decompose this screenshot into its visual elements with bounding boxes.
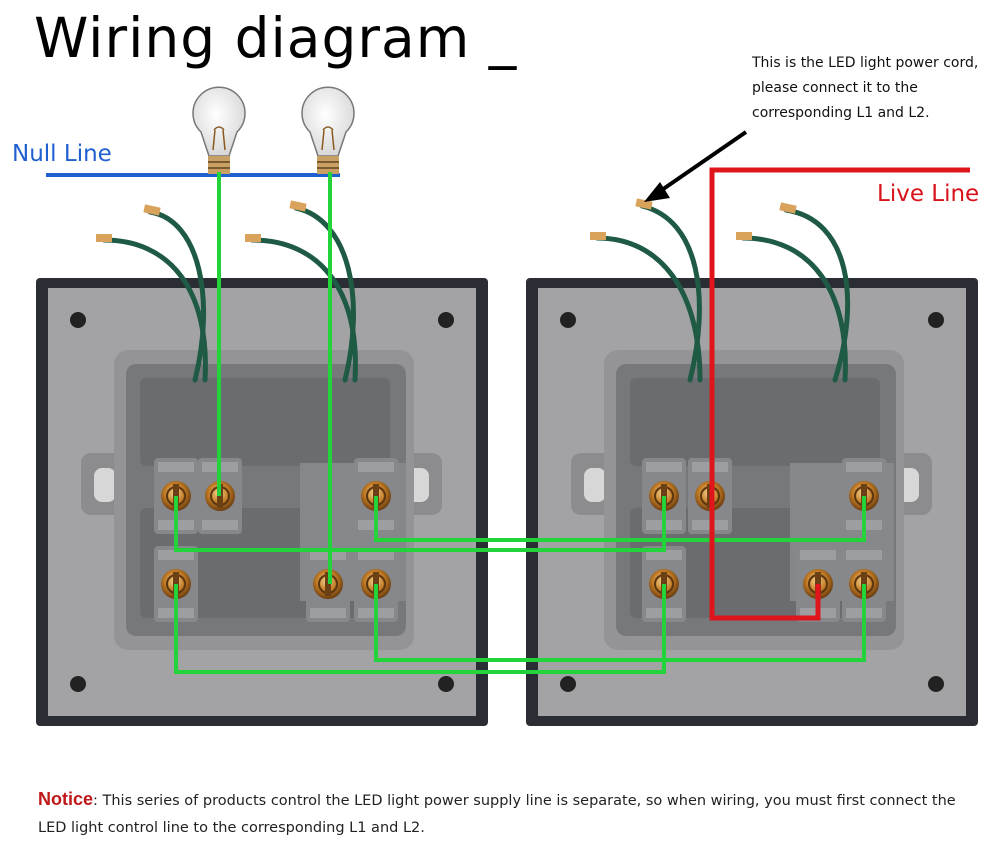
light-bulb-icon <box>192 86 246 174</box>
notice-body: : This series of products control the LE… <box>38 793 956 836</box>
control-wires <box>174 172 866 674</box>
wire-tips <box>96 198 797 242</box>
live-line-label: Live Line <box>877 181 980 207</box>
lead-wires <box>101 203 851 383</box>
light-bulb-icon <box>301 86 355 174</box>
arrow-icon <box>644 130 748 202</box>
live-line-wire <box>709 167 970 621</box>
led-power-cord-note: This is the LED light power cord, please… <box>752 55 979 121</box>
notice-text: Notice: This series of products control … <box>38 786 988 842</box>
page-title: Wiring diagram _ <box>34 6 518 70</box>
notice-heading: Notice <box>38 789 94 809</box>
null-line-label: Null Line <box>12 141 112 167</box>
